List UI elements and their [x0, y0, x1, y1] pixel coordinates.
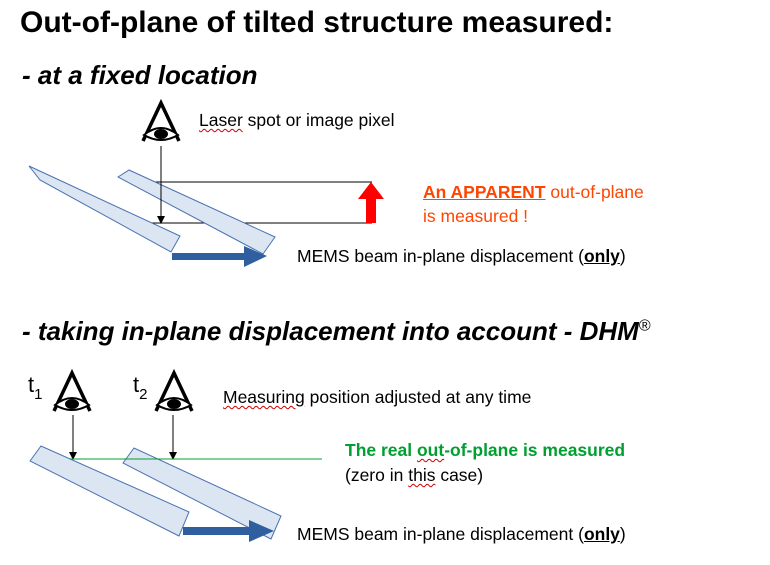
t1-sub: 1: [34, 386, 43, 403]
blue-arrow-2-shaft: [183, 527, 253, 535]
zero-this-word: this: [408, 465, 436, 485]
t2-sub: 2: [139, 386, 148, 403]
section-heading-fixed-location: - at a fixed location: [22, 60, 258, 90]
red-arrow-shaft: [366, 198, 376, 223]
beam-label-2-prefix: MEMS beam in-plane displacement (: [297, 524, 584, 544]
laser-rest: spot or image pixel: [242, 110, 395, 130]
real-prefix: The real: [345, 440, 417, 460]
measuring-rest: position adjusted at any time: [304, 387, 532, 407]
t2-label: t2: [133, 372, 147, 403]
t1-label: t1: [28, 372, 42, 403]
real-out-word: out: [416, 440, 445, 460]
measuring-label: Measuring position adjusted at any time: [223, 387, 531, 408]
beam-shape-t1: [29, 445, 190, 537]
slide-title: Out-of-plane of tilted structure measure…: [20, 6, 614, 39]
beam-label-2-only: only: [583, 524, 620, 544]
apparent-line2: is measured !: [423, 206, 529, 226]
beam-label-1-only: only: [583, 246, 620, 266]
eye-icon-t1: [52, 371, 92, 413]
beam-shape-t2: [122, 447, 282, 540]
line-of-sight-1-head: [157, 216, 165, 224]
zero-note: (zero in this case): [345, 465, 483, 486]
line-of-sight-t2-head: [169, 452, 177, 460]
beam-label-2-suffix: ): [619, 524, 626, 544]
apparent-rest: out-of-plane: [545, 182, 644, 202]
zero-prefix: (zero in: [345, 465, 409, 485]
red-arrow-head: [358, 182, 384, 199]
real-rest: -of-plane is measured: [444, 440, 626, 460]
apparent-note: An APPARENT out-of-plane is measured !: [423, 180, 644, 228]
eye-icon-t2: [154, 371, 194, 413]
registered-mark: ®: [638, 317, 651, 335]
dhm-heading-text: - taking in-plane displacement into acco…: [22, 316, 639, 346]
blue-arrow-1-head: [244, 246, 267, 267]
beam-shape-initial: [28, 165, 181, 253]
real-note: The real out-of-plane is measured: [345, 440, 625, 461]
line-of-sight-t1-head: [69, 452, 77, 460]
blue-arrow-1-shaft: [172, 253, 248, 260]
t2-base: t: [133, 372, 140, 397]
t1-base: t: [28, 372, 35, 397]
beam-shape-displaced: [117, 169, 276, 255]
measuring-word: Measuring: [223, 387, 305, 407]
beam-label-1-prefix: MEMS beam in-plane displacement (: [297, 246, 584, 266]
laser-word: Laser: [199, 110, 243, 130]
beam-label-1: MEMS beam in-plane displacement (only): [297, 246, 626, 267]
laser-spot-label: Laser spot or image pixel: [199, 110, 395, 131]
apparent-bold: An APPARENT: [423, 182, 546, 202]
blue-arrow-2-head: [249, 520, 274, 542]
beam-label-2: MEMS beam in-plane displacement (only): [297, 524, 626, 545]
zero-rest: case): [435, 465, 484, 485]
eye-icon-fixed: [141, 101, 181, 143]
beam-label-1-suffix: ): [619, 246, 626, 266]
section-heading-dhm: - taking in-plane displacement into acco…: [22, 316, 651, 347]
